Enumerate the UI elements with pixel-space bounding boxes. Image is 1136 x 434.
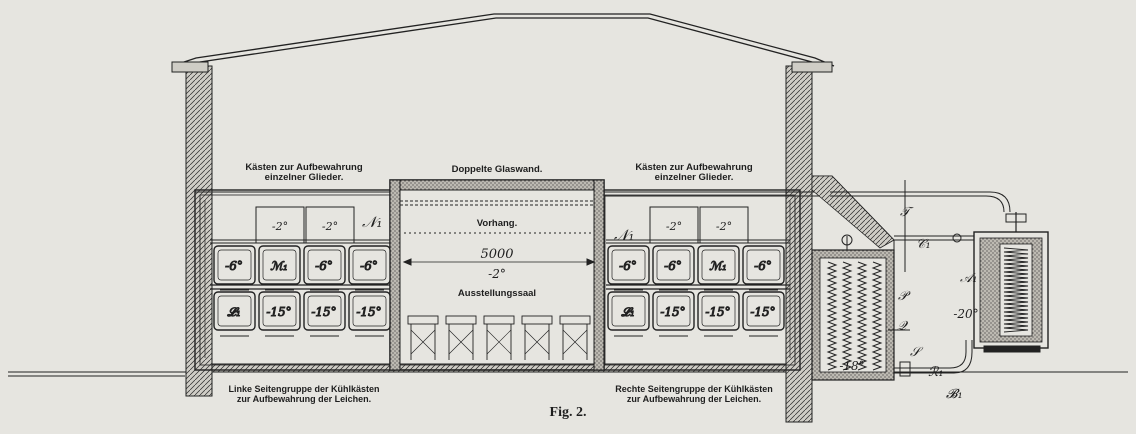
letter-r1: ℛ₁ [928,365,944,380]
cooling-box-left-upper-1: -6° [213,245,256,291]
cooling-box-left-upper-4: -6° [348,245,391,291]
condenser-temp: -18° [839,359,864,373]
left-boxes-label-line1: Kästen zur Aufbewahrung [245,162,363,173]
left-boxes-label-line2: einzelner Glieder. [265,172,344,183]
condenser [811,175,895,381]
cooling-box-label-right-upper-1: -6° [619,259,637,273]
cooling-box-label-right-lower-1: 𝓛₁ [621,305,635,319]
cooling-box-label-left-upper-1: -6° [225,259,243,273]
left-group-label-line2: zur Aufbewahrung der Leichen. [237,394,371,404]
cooling-box-right-upper-2: -6° [652,245,695,291]
cooling-box-label-right-lower-2: -15° [660,305,685,319]
right-group-label-line2: zur Aufbewahrung der Leichen. [627,394,761,404]
display-tables [407,315,591,360]
right-group-label-line1: Rechte Seitengruppe der Kühlkästen [615,384,773,394]
right-boxes-label-line1: Kästen zur Aufbewahrung [635,162,753,173]
display-table-2 [445,315,477,360]
left-wall [171,61,213,397]
cooling-box-label-left-lower-1: 𝓛₁ [227,305,241,319]
cooling-box-left-lower-3: -15° [303,291,346,337]
small-box-temp-left-1: -2° [272,220,288,233]
cooling-box-left-lower-2: -15° [258,291,301,337]
top-pipes [195,191,830,206]
cooling-box-label-right-upper-3: ℳ₁ [709,259,727,273]
cooling-box-label-right-lower-3: -15° [705,305,730,319]
letter-s: 𝒮 [910,345,924,360]
display-table-4 [521,315,553,360]
condenser-coil-2 [841,261,853,371]
right-boxes-label-line2: einzelner Glieder. [655,172,734,183]
cooling-box-label-left-lower-2: -15° [266,305,291,319]
machinery-pipes [830,180,1011,377]
brine-tank [973,212,1049,353]
letter-t: 𝒯 [900,205,914,220]
small-box-temp-right-1: -2° [666,220,682,233]
tank-temp: -20° [953,307,978,321]
cooling-box-right-upper-3: ℳ₁ [697,245,740,291]
roof [171,13,835,71]
cooling-box-left-lower-1: 𝓛₁ [213,291,256,337]
dimension-value: 5000 [480,247,513,262]
condenser-coils [826,261,883,371]
cooling-box-label-left-lower-3: -15° [311,305,336,319]
cooling-box-label-left-upper-2: ℳ₁ [270,259,288,273]
cooling-box-label-right-upper-2: -6° [664,259,682,273]
cooling-box-label-left-upper-3: -6° [315,259,333,273]
tank-coil-path [1003,247,1029,333]
cooling-box-left-upper-3: -6° [303,245,346,291]
cooling-box-label-right-lower-4: -15° [750,305,775,319]
letter-c1: 𝒞₁ [916,237,931,252]
cooling-box-label-left-upper-4: -6° [360,259,378,273]
cooling-box-right-upper-4: -6° [742,245,785,291]
cooling-box-label-right-upper-4: -6° [754,259,772,273]
cooling-box-right-lower-2: -15° [652,291,695,337]
curtain-label: Vorhang. [477,218,517,229]
condenser-coil-4 [871,261,883,371]
exhibition-hall-label: Ausstellungssaal [458,288,536,299]
cooling-box-right-upper-1: -6° [607,245,650,291]
letter-b1: 𝓑₁ [946,387,963,402]
cooling-box-label-left-lower-4: -15° [356,305,381,319]
floor-slab [211,363,787,373]
small-box-temp-right-2: -2° [716,220,732,233]
figure-caption: Fig. 2. [550,405,587,420]
letter-p: 𝒫 [898,289,911,304]
double-glass-wall-label: Doppelte Glaswand. [452,164,543,175]
display-table-1 [407,315,439,360]
left-group-label-line1: Linke Seitengruppe der Kühlkästen [228,384,379,394]
letter-a1: 𝒜₁ [960,271,978,286]
cooling-boxes: -6° ℳ₁ -6° -6° 𝓛₁ -15° -15° -15° -6° -6° ℳ₁ -6° 𝓛₁ -1… [213,245,785,337]
hall-temperature: -2° [488,267,506,281]
tank-coil [1003,247,1029,333]
display-table-5 [559,315,591,360]
letter-n1-left: 𝒩₁ [362,213,382,231]
display-table-3 [483,315,515,360]
small-box-temp-left-2: -2° [322,220,338,233]
cooling-box-left-lower-4: -15° [348,291,391,337]
cooling-box-right-lower-3: -15° [697,291,740,337]
exhibition-hall [389,179,605,371]
letter-q: 𝒬 [897,319,909,334]
cooling-box-right-lower-1: 𝓛₁ [607,291,650,337]
condenser-coil-3 [856,261,868,371]
condenser-coil-1 [826,261,838,371]
cooling-box-left-upper-2: ℳ₁ [258,245,301,291]
letter-n1-right: 𝒩₁ [614,226,634,244]
cooling-box-right-lower-4: -15° [742,291,785,337]
